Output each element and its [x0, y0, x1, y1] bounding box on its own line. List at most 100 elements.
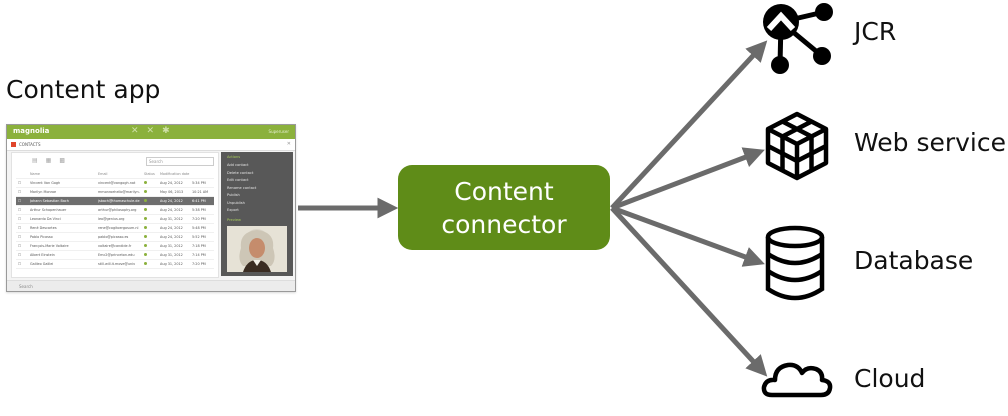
app-row-time: 7:20 PM: [192, 262, 206, 266]
app-row-date: Aug 31, 2012: [160, 217, 183, 221]
status-dot-icon: [144, 226, 147, 229]
app-row-email: leo@genius.org: [98, 217, 125, 221]
app-row-email: mmonroehello@marilyn.c: [98, 190, 140, 194]
app-preview-portrait: [227, 226, 287, 272]
app-row-name: Pablo Picasso: [30, 235, 53, 239]
app-row-date: Aug 24, 2012: [160, 199, 183, 203]
app-action-item: Rename contact: [227, 185, 257, 190]
app-row-time: 5:34 PM: [192, 181, 206, 185]
app-col-status: Status: [144, 172, 155, 176]
status-dot-icon: [144, 235, 147, 238]
app-row-time: 5:38 PM: [192, 208, 206, 212]
app-table-row: ☐ Marilyn Monroe mmonroehello@marilyn.c May…: [16, 188, 214, 197]
app-actions-title: Actions: [227, 155, 241, 159]
app-row-email: pablo@picasso.es: [98, 235, 129, 239]
status-dot-icon: [144, 244, 147, 247]
app-row-time: 5:48 PM: [192, 226, 206, 230]
app-user: Superuser: [268, 129, 289, 134]
app-row-date: Aug 31, 2012: [160, 244, 183, 248]
status-dot-icon: [144, 262, 147, 265]
app-search-field: Search: [146, 157, 214, 166]
app-row-date: Aug 24, 2012: [160, 235, 183, 239]
app-search-placeholder: Search: [149, 159, 163, 164]
app-row-time: 7:20 PM: [192, 217, 206, 221]
app-row-time: 5:52 PM: [192, 235, 206, 239]
app-table-header: Name Email Status Modification date: [16, 171, 214, 179]
app-close-icon: ✕: [286, 141, 291, 147]
app-row-status: [144, 224, 147, 232]
app-action-item: Unpublish: [227, 200, 245, 205]
app-table-row: ☐ Vincent Van Gogh vincent@vangogh.nat Aug …: [16, 179, 214, 188]
app-row-checkbox: ☐: [18, 226, 22, 230]
app-row-checkbox: ☐: [18, 253, 22, 257]
app-row-name: René Descartes: [30, 226, 57, 230]
app-view-icons: ▤▦▩: [32, 157, 74, 164]
jcr-icon: [763, 3, 833, 74]
status-dot-icon: [144, 217, 147, 220]
app-contacts-table: Name Email Status Modification date ☐ Vin…: [16, 171, 214, 269]
app-row-name: Leonardo Da Vinci: [30, 217, 61, 221]
app-row-status: [144, 251, 147, 259]
target-label-jcr: JCR: [854, 17, 897, 46]
arrow-to-web-service: [611, 147, 765, 211]
app-row-email: vincent@vangogh.nat: [98, 181, 136, 185]
app-row-checkbox: ☐: [18, 217, 22, 221]
app-row-name: Johann Sebastian Bach: [30, 199, 69, 203]
app-action-item: Publish: [227, 193, 240, 197]
cloud-icon: [761, 362, 833, 398]
status-dot-icon: [144, 181, 147, 184]
app-status-bar: Search: [7, 280, 295, 291]
database-icon: [765, 225, 825, 301]
app-row-time: 6:41 PM: [192, 199, 206, 203]
app-action-item: Edit contact: [227, 178, 249, 182]
app-row-status: [144, 206, 147, 214]
app-row-status: [144, 242, 147, 250]
arrow-to-jcr: [610, 40, 768, 210]
app-row-checkbox: ☐: [18, 208, 22, 212]
arrow-to-database: [611, 205, 765, 267]
status-dot-icon: [144, 190, 147, 193]
app-table-row: ☐ Leonardo Da Vinci leo@genius.org Aug 31, …: [16, 215, 214, 224]
app-row-name: Vincent Van Gogh: [30, 181, 61, 185]
cubes-icon: [765, 111, 829, 181]
app-workbench: ▤▦▩ Search Name Email Status Modificatio…: [11, 152, 219, 278]
app-row-checkbox: ☐: [18, 181, 22, 185]
app-row-status: [144, 215, 147, 223]
app-row-status: [144, 179, 147, 187]
app-preview-label: Preview: [227, 218, 241, 222]
app-row-name: Galileo Galilei: [30, 262, 54, 266]
contacts-app-icon: [11, 142, 16, 147]
app-col-date: Modification date: [160, 172, 190, 176]
connector-label-line2: connector: [441, 209, 567, 239]
app-row-email: arthur@philosophy.org: [98, 208, 137, 212]
app-row-name: François-Marie Voltaire: [30, 244, 69, 248]
app-row-status: [144, 197, 147, 205]
arrow-to-cloud: [610, 206, 768, 377]
app-row-time: 7:18 PM: [192, 244, 206, 248]
app-row-time: 7:14 PM: [192, 253, 206, 257]
content-connector-box: Content connector: [398, 165, 610, 250]
app-col-email: Email: [98, 172, 108, 176]
app-row-date: May 06, 2013: [160, 190, 184, 194]
app-row-status: [144, 260, 147, 268]
app-row-email: voltaire@candide.fr: [98, 244, 132, 248]
app-row-date: Aug 24, 2012: [160, 181, 183, 185]
app-row-date: Aug 24, 2012: [160, 208, 183, 212]
app-status-text: Search: [19, 284, 33, 289]
app-topbar: magnolia ✕✕✱ Superuser: [7, 125, 295, 139]
app-row-date: Aug 31, 2012: [160, 253, 183, 257]
app-launcher-icons: ✕✕✱: [131, 126, 178, 136]
app-col-name: Name: [30, 172, 41, 176]
app-row-name: Marilyn Monroe: [30, 190, 57, 194]
app-action-item: Add contact: [227, 163, 249, 167]
app-row-checkbox: ☐: [18, 190, 22, 194]
app-subapp-bar: CONTACTS ✕: [7, 139, 295, 151]
